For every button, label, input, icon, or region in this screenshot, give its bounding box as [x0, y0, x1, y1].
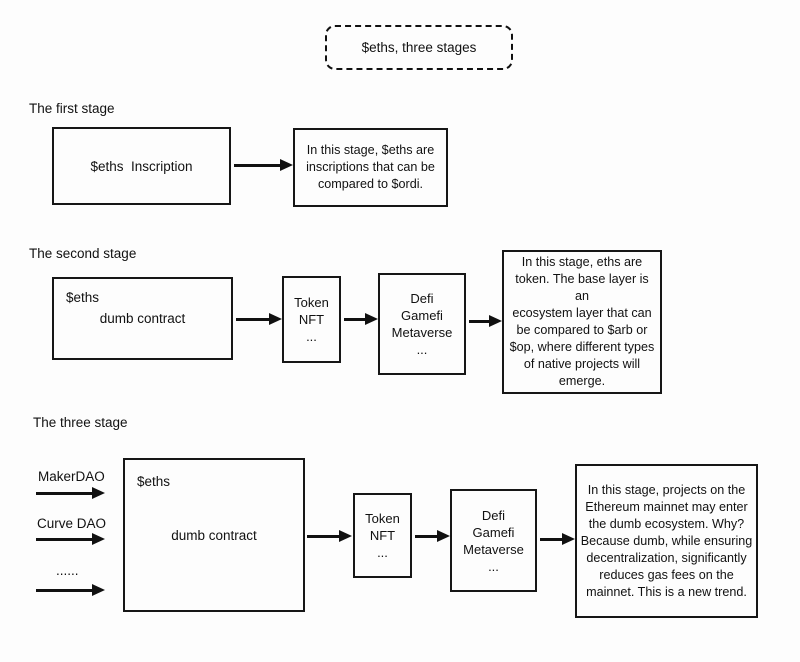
stage2-note-text: In this stage, eths are token. The base … — [509, 255, 655, 388]
flow-arrow-icon — [540, 538, 562, 541]
stage2-note-box: In this stage, eths are token. The base … — [502, 250, 662, 394]
flow-arrow-icon — [236, 318, 269, 321]
flow-arrow-icon — [469, 320, 489, 323]
stage3-eths-tag: $eths — [137, 474, 171, 489]
stage3-label: The three stage — [33, 415, 128, 430]
stage1-inscription-text: $eths Inscription — [90, 158, 193, 174]
stage2-label: The second stage — [29, 246, 137, 261]
stage3-input-makerdao: MakerDAO — [38, 469, 105, 484]
diagram-title: $eths, three stages — [361, 40, 477, 55]
stage3-input-ellipsis: ...... — [56, 563, 79, 578]
stage3-contract-box: $eths dumb contract — [123, 458, 305, 612]
flow-arrow-icon — [234, 164, 280, 167]
stage3-token-box: Token NFT ... — [353, 493, 412, 578]
flow-arrow-icon — [36, 589, 92, 592]
flow-arrow-icon — [36, 492, 92, 495]
stage3-note-box: In this stage, projects on the Ethereum … — [575, 464, 758, 618]
flow-arrow-icon — [307, 535, 339, 538]
stage1-inscription-box: $eths Inscription — [52, 127, 231, 205]
stage3-defi-text: Defi Gamefi Metaverse ... — [463, 507, 524, 574]
stage1-label: The first stage — [29, 101, 115, 116]
title-box: $eths, three stages — [325, 25, 513, 70]
stage3-note-text: In this stage, projects on the Ethereum … — [580, 482, 753, 599]
stage2-eths-tag: $eths — [66, 290, 100, 305]
stage2-contract-text: dumb contract — [99, 311, 186, 326]
stage1-note-box: In this stage, $eths are inscriptions th… — [293, 128, 448, 207]
stage1-note-text: In this stage, $eths are inscriptions th… — [306, 143, 435, 191]
stage2-contract-box: $eths dumb contract — [52, 277, 233, 360]
flow-arrow-icon — [344, 318, 365, 321]
stage2-token-box: Token NFT ... — [282, 276, 341, 363]
flow-arrow-icon — [36, 538, 92, 541]
stage3-input-curvedao: Curve DAO — [37, 516, 107, 531]
stage3-contract-text: dumb contract — [171, 527, 257, 543]
flow-arrow-icon — [415, 535, 437, 538]
stage2-token-text: Token NFT ... — [294, 295, 329, 344]
stage2-defi-box: Defi Gamefi Metaverse ... — [378, 273, 466, 375]
stage2-defi-text: Defi Gamefi Metaverse ... — [391, 291, 453, 357]
stage3-token-text: Token NFT ... — [365, 511, 400, 560]
stage3-defi-box: Defi Gamefi Metaverse ... — [450, 489, 537, 592]
